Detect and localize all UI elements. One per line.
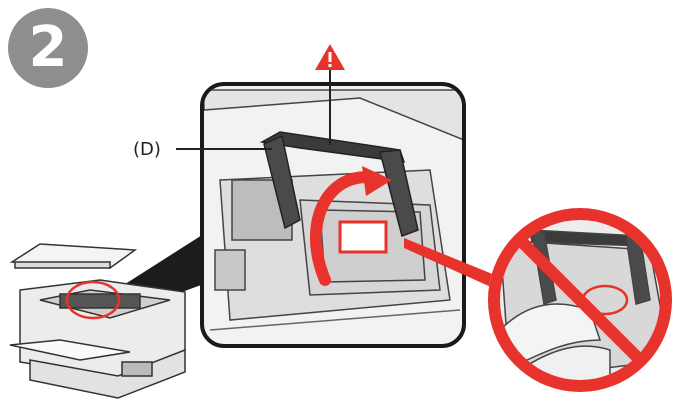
highlight-circle-overview bbox=[65, 280, 121, 320]
warning-mark-dot bbox=[328, 64, 332, 67]
step-number: 2 bbox=[28, 15, 68, 80]
printhead-detail bbox=[204, 89, 462, 331]
warning-mark-bar bbox=[328, 52, 332, 62]
lift-arrow-head bbox=[362, 166, 392, 196]
prohibited-slash bbox=[515, 235, 645, 365]
callout-label-d: (D) bbox=[133, 139, 161, 160]
step-badge: 2 bbox=[8, 8, 88, 88]
prohibited-icon bbox=[488, 208, 672, 392]
printer-overview bbox=[9, 243, 186, 399]
lift-arrow bbox=[310, 171, 381, 286]
prohibited-inset bbox=[488, 208, 672, 392]
